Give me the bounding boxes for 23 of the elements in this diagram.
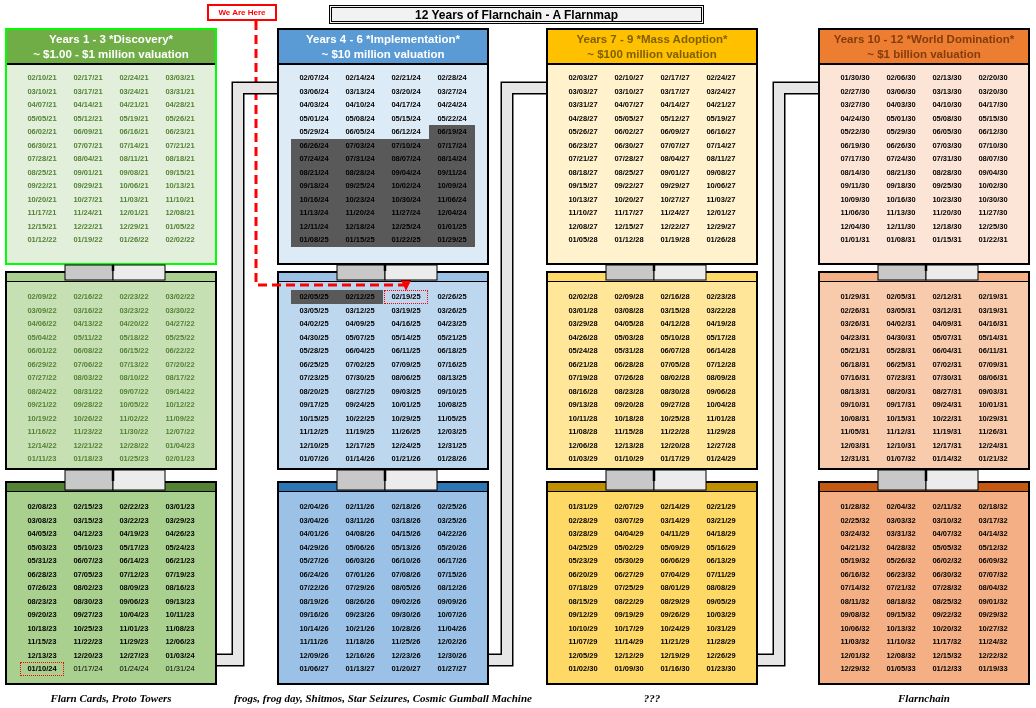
panel-heading: Years 10 - 12 *World Domination* [833,31,1015,47]
year-panel [546,28,758,265]
year-panel [546,271,758,470]
valuation-subtitle: ~ $100 million valuation [587,46,717,62]
dashed-arrow [254,21,413,291]
valuation-subtitle: ~ $1.00 - $1 million valuation [33,46,189,62]
panel-note: Flarn Cards, Proto Towers [50,691,172,706]
panel-note: Flarnchain [898,691,950,706]
panel-heading: Years 4 - 6 *Implementation* [305,31,460,47]
panel-heading: Years 1 - 3 *Discovery* [49,31,173,47]
year-panel [818,271,1030,470]
year-panel [277,28,489,265]
title-banner: 12 Years of Flarnchain - A Flarnmap [329,5,704,24]
year-panel [818,28,1030,265]
panel-heading: Years 7 - 9 *Mass Adoption* [576,31,728,47]
location-marker: We Are Here [207,4,277,21]
valuation-subtitle: ~ $1 billion valuation [867,46,981,62]
year-panel [277,271,489,470]
valuation-subtitle: ~ $10 million valuation [321,46,445,62]
year-panel [5,271,217,470]
year-panel [5,28,217,265]
panel-note: frogs, frog day, Shitmos, Star Seizures, Cosmic Gumball Machine [234,691,532,706]
panel-note: ??? [643,691,661,706]
